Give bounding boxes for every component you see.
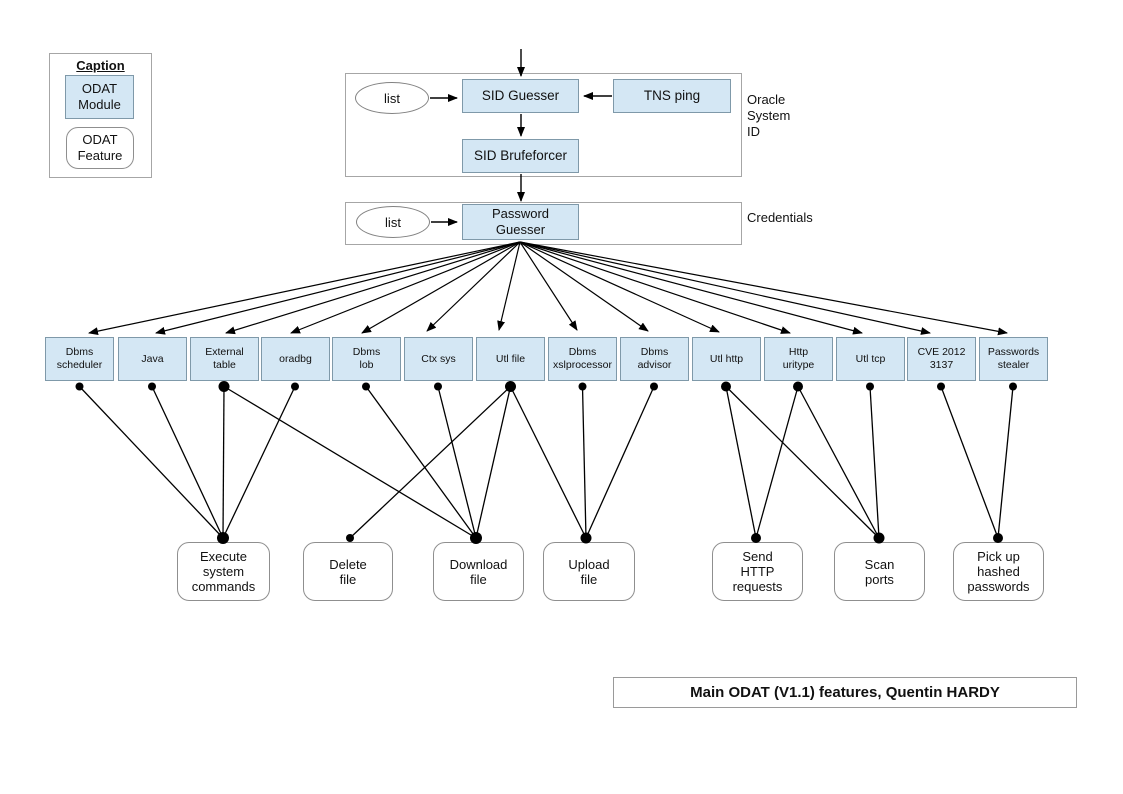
feature-delete-file: Delete file bbox=[303, 542, 393, 601]
module-utl-http: Utl http bbox=[692, 337, 761, 381]
password-guesser-node: Password Guesser bbox=[462, 204, 579, 240]
legend-box: Caption ODAT Module ODAT Feature bbox=[49, 53, 152, 178]
feature-send-http-requests: Send HTTP requests bbox=[712, 542, 803, 601]
list-node-password: list bbox=[356, 206, 430, 238]
module-dbms-lob: Dbms lob bbox=[332, 337, 401, 381]
module-oradbg: oradbg bbox=[261, 337, 330, 381]
legend-title: Caption bbox=[76, 58, 125, 73]
module-utl-tcp: Utl tcp bbox=[836, 337, 905, 381]
module-junction-dots bbox=[75, 381, 1017, 392]
module-external-table: External table bbox=[190, 337, 259, 381]
fan-arrows-passwordguesser-to-modules bbox=[88, 241, 1008, 336]
credentials-label: Credentials bbox=[747, 210, 813, 225]
module-feature-links bbox=[79, 385, 1014, 539]
module-utl-file: Utl file bbox=[476, 337, 545, 381]
module-ctx-sys: Ctx sys bbox=[404, 337, 473, 381]
feature-execute-system-commands: Execute system commands bbox=[177, 542, 270, 601]
tns-ping-node: TNS ping bbox=[613, 79, 731, 113]
feature-upload-file: Upload file bbox=[543, 542, 635, 601]
legend-feature-swatch: ODAT Feature bbox=[66, 127, 134, 169]
legend-module-swatch: ODAT Module bbox=[65, 75, 134, 119]
list-node-sid: list bbox=[355, 82, 429, 114]
module-dbms-advisor: Dbms advisor bbox=[620, 337, 689, 381]
diagram-title: Main ODAT (V1.1) features, Quentin HARDY bbox=[613, 677, 1077, 708]
feature-scan-ports: Scan ports bbox=[834, 542, 925, 601]
module-passwords-stealer: Passwords stealer bbox=[979, 337, 1048, 381]
feature-pick-up-hashed-passwords: Pick up hashed passwords bbox=[953, 542, 1044, 601]
oracle-system-id-label: Oracle System ID bbox=[747, 92, 791, 139]
module-java: Java bbox=[118, 337, 187, 381]
module-http-uritype: Http uritype bbox=[764, 337, 833, 381]
module-cve-2012-3137: CVE 2012 3137 bbox=[907, 337, 976, 381]
feature-download-file: Download file bbox=[433, 542, 524, 601]
module-dbms-xslprocessor: Dbms xslprocessor bbox=[548, 337, 617, 381]
module-dbms-scheduler: Dbms scheduler bbox=[45, 337, 114, 381]
sid-bruteforcer-node: SID Brufeforcer bbox=[462, 139, 579, 173]
sid-guesser-node: SID Guesser bbox=[462, 79, 579, 113]
